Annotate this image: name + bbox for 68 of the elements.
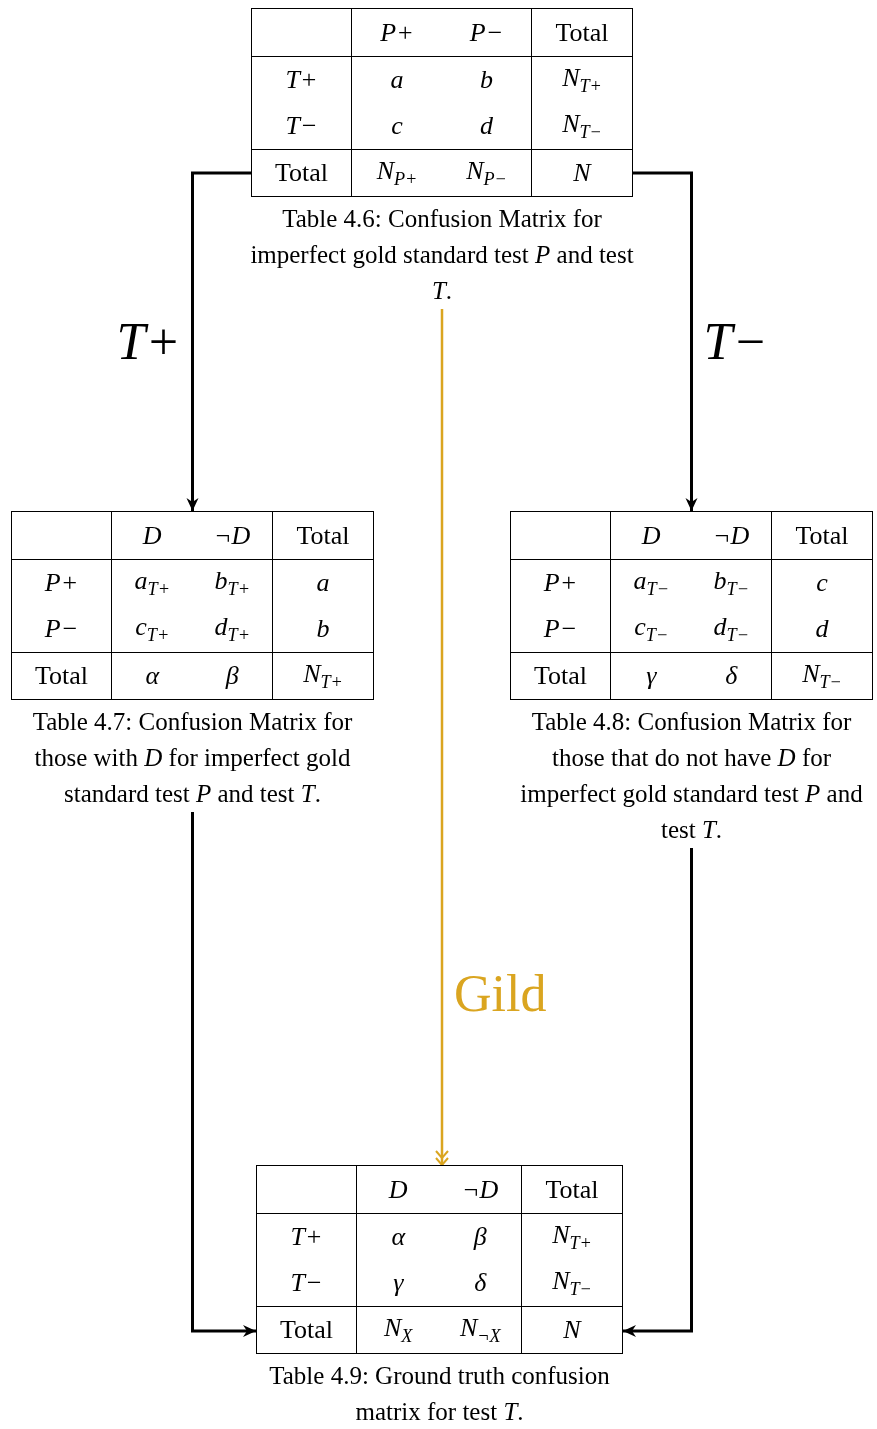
table-caption: Table 4.8: Confusion Matrix for those that do not have D for imperfect gold standard test P and test T. — [519, 707, 864, 845]
table-caption: Table 4.6: Confusion Matrix for imperfect gold standard test P and test T. — [249, 204, 635, 306]
table-cell: β — [439, 1214, 522, 1260]
table-cell: γ — [611, 652, 692, 699]
table-cell-text: d — [814, 613, 830, 645]
table-cell: P+ — [511, 560, 611, 606]
table-cell: Total — [257, 1306, 357, 1353]
table-cell: b$_{T+}$ — [192, 560, 273, 606]
table-cell-text: N$_{T−}$ — [561, 107, 603, 145]
table-cell-text: c$_{T−}$ — [633, 610, 670, 648]
table-cell: T+ — [257, 1214, 357, 1260]
table-cell: d$_{T−}$ — [691, 606, 772, 652]
table-cell: D — [357, 1166, 440, 1214]
table-cell: T− — [252, 103, 352, 149]
table-cell-text: c — [390, 110, 404, 142]
table-cell-text: N$_{T+}$ — [551, 1218, 593, 1256]
table-cell: P− — [511, 606, 611, 652]
table-cell: P+ — [352, 9, 442, 57]
table-cell: P+ — [12, 560, 112, 606]
table-caption: Table 4.9: Ground truth confusion matrix for test T. — [268, 1361, 611, 1427]
table-cell-text: b — [315, 613, 331, 645]
table-cell: P− — [442, 9, 532, 57]
table-cell: N$_{X}$ — [357, 1306, 440, 1353]
table-caption: Table 4.7: Confusion Matrix for those with D for imperfect gold standard test P and test T. — [31, 707, 354, 809]
table-cell: b — [442, 57, 532, 103]
table-cell: T− — [257, 1260, 357, 1306]
table-cell: Total — [522, 1166, 622, 1214]
table-cell-text: c — [815, 567, 829, 599]
table-cell: d — [442, 103, 532, 149]
table-cell: Total — [252, 149, 352, 196]
table-cell: N$_{T+}$ — [273, 652, 373, 699]
table-cell: Total — [772, 512, 872, 560]
table-cell-text: α — [390, 1221, 407, 1253]
table-cell: δ — [439, 1260, 522, 1306]
table-cell: D — [611, 512, 692, 560]
table-cell: Total — [12, 652, 112, 699]
table-cell: T+ — [252, 57, 352, 103]
table-cell: Total — [273, 512, 373, 560]
table-cell-text: a — [315, 567, 331, 599]
table-cell: D — [112, 512, 193, 560]
table-cell: Total — [532, 9, 632, 57]
table-cell: N$_{¬X}$ — [439, 1306, 522, 1353]
table-cell-text: N$_{T−}$ — [551, 1264, 593, 1302]
table-cell: β — [192, 652, 273, 699]
table-cell-text: N$_{T+}$ — [561, 61, 603, 99]
table-cell: b$_{T−}$ — [691, 560, 772, 606]
table-cell: d$_{T+}$ — [192, 606, 273, 652]
table-cell-text: a$_{T+}$ — [133, 564, 171, 602]
table-cell: ¬D — [439, 1166, 522, 1214]
table-cell-text: a$_{T−}$ — [632, 564, 670, 602]
arrow — [186, 171, 251, 511]
table-cell: ¬D — [691, 512, 772, 560]
table-cell: N$_{P−}$ — [442, 149, 532, 196]
table-cell: ¬D — [192, 512, 273, 560]
table-cell: N$_{P+}$ — [352, 149, 442, 196]
arrow — [623, 848, 693, 1337]
arrow — [191, 812, 256, 1337]
table-cell: P− — [12, 606, 112, 652]
table-cell: N$_{T−}$ — [772, 652, 872, 699]
table-cell: δ — [691, 652, 772, 699]
table-cell-text: γ — [392, 1267, 405, 1299]
table-cell: Total — [511, 652, 611, 699]
table-cell: N — [522, 1306, 622, 1353]
table-cell: α — [112, 652, 193, 699]
table-cell: N — [532, 149, 632, 196]
arrow — [633, 171, 698, 511]
table-cell-text: c$_{T+}$ — [134, 610, 171, 648]
table-cell-text: a — [389, 64, 405, 96]
